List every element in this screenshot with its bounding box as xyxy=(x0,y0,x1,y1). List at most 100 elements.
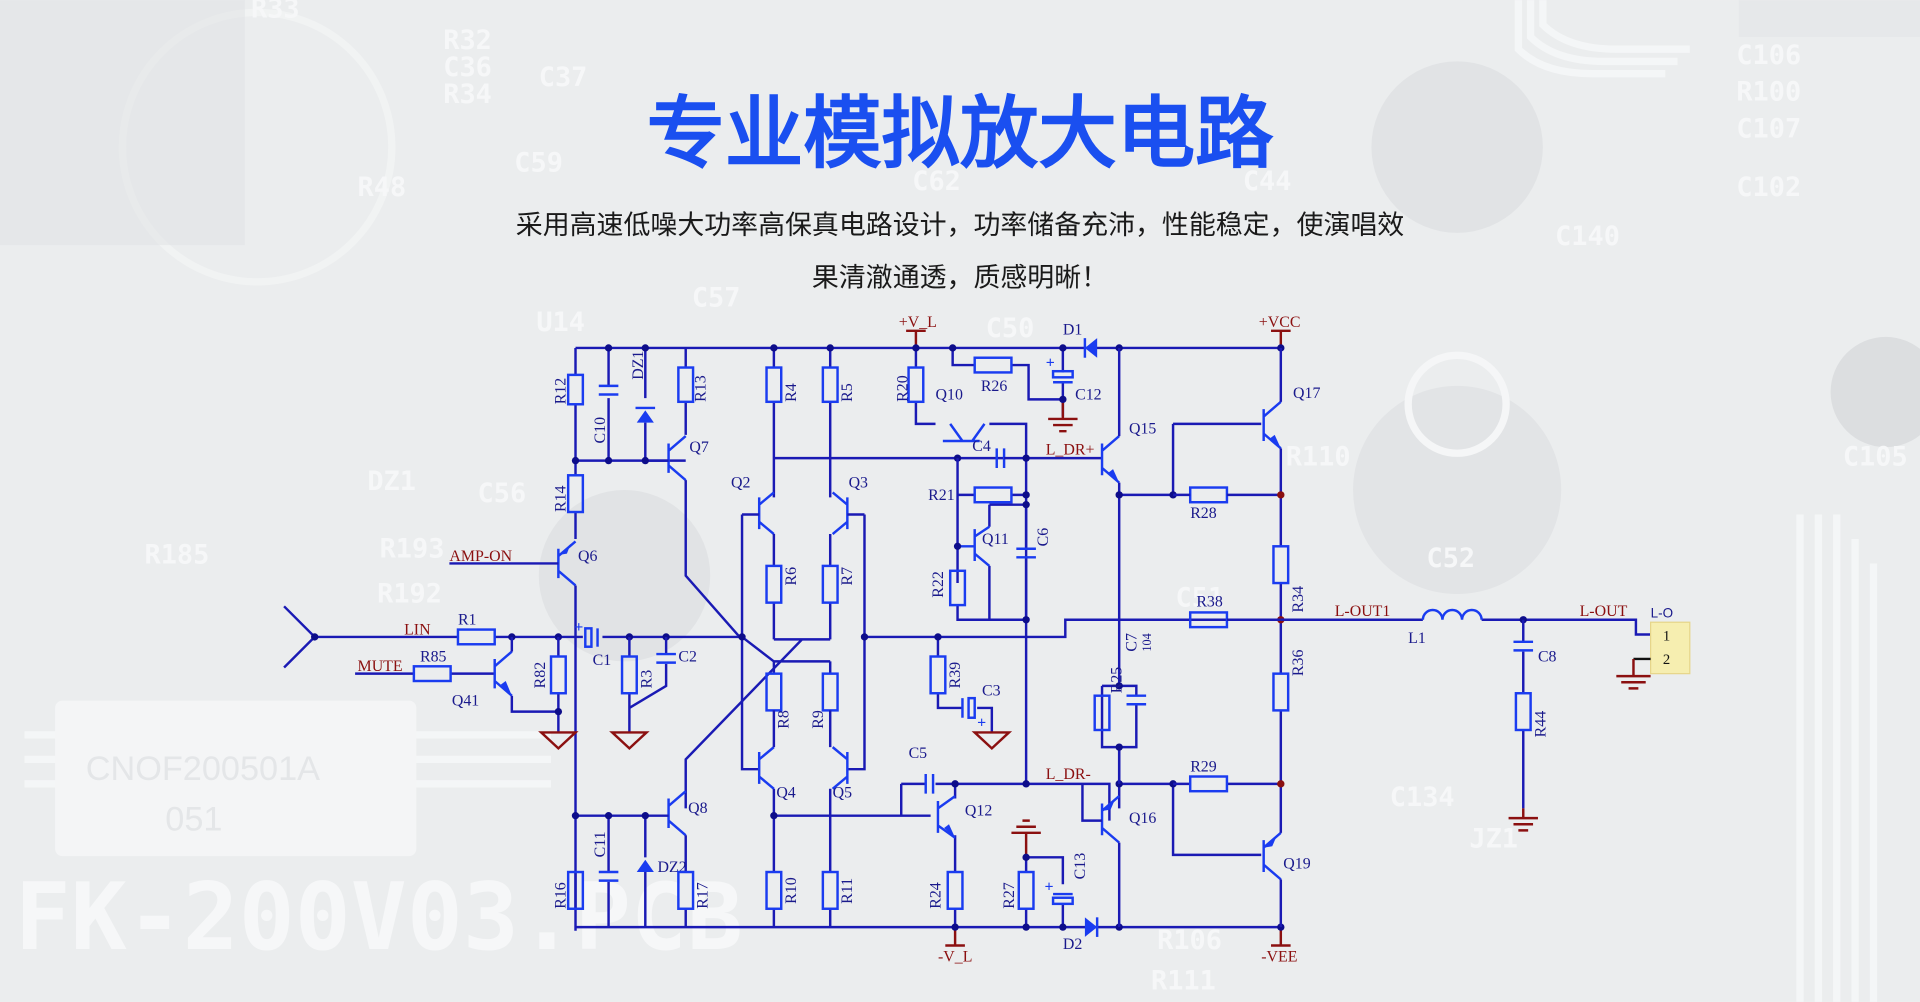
subtitle-line2: 果清澈通透，质感明晰！ xyxy=(812,263,1108,294)
label-dz1: DZ1 xyxy=(630,351,647,380)
junction xyxy=(1022,491,1030,499)
silk-label: R100 xyxy=(1736,77,1801,108)
junction xyxy=(641,812,649,820)
resistor-r13 xyxy=(677,366,695,404)
label-r21: R21 xyxy=(928,487,955,504)
label-q17: Q17 xyxy=(1293,385,1320,402)
capacitor-c7 xyxy=(1126,694,1147,706)
resistor-r29 xyxy=(1188,775,1229,793)
silk-label: C50 xyxy=(986,313,1035,344)
transistor-q7 xyxy=(667,435,687,482)
label-r14: R14 xyxy=(553,485,570,512)
silk-label: R111 xyxy=(1151,966,1216,997)
arrow xyxy=(1108,469,1120,483)
junction xyxy=(1277,780,1285,788)
arrow xyxy=(1103,801,1115,811)
junction xyxy=(951,780,959,788)
capacitor-c11 xyxy=(598,870,619,882)
resistor-r1 xyxy=(456,628,496,646)
ground-icon xyxy=(1048,399,1078,433)
label-q10: Q10 xyxy=(936,386,963,403)
net-amp-on: AMP-ON xyxy=(449,548,512,565)
junction xyxy=(571,812,580,820)
junction xyxy=(1115,743,1123,751)
label-r17: R17 xyxy=(695,882,712,909)
silk-label: C105 xyxy=(1843,441,1908,472)
junction xyxy=(641,456,649,465)
connector-pin2: 2 xyxy=(1663,652,1670,668)
silk-label: C52 xyxy=(1427,543,1476,574)
ground-icon xyxy=(609,731,650,751)
transistor-q10 xyxy=(942,423,986,443)
resistor-r85 xyxy=(412,665,452,683)
capacitor-c13 xyxy=(1051,896,1074,906)
transistor-q3 xyxy=(831,491,849,536)
wire xyxy=(1024,856,1065,928)
resistor-r22 xyxy=(948,569,967,607)
label-r36: R36 xyxy=(1290,650,1307,677)
wire xyxy=(510,636,560,733)
label-r16: R16 xyxy=(553,882,570,909)
junction xyxy=(1059,344,1067,352)
resistor-r26 xyxy=(973,356,1013,374)
net-vl-pos: +V_L xyxy=(899,314,937,331)
silk-label: R192 xyxy=(377,579,442,610)
sticker-line2: 051 xyxy=(165,800,222,838)
resistor-r44 xyxy=(1514,692,1532,732)
transistor-q2 xyxy=(757,491,775,536)
transistor-q12 xyxy=(936,795,956,839)
junction xyxy=(770,812,778,820)
resistor-r5 xyxy=(821,366,839,404)
transistor-q15 xyxy=(1100,435,1120,484)
resistor-r6 xyxy=(765,564,783,604)
label-r28: R28 xyxy=(1190,505,1217,522)
resistor-r4 xyxy=(765,366,783,404)
arrow xyxy=(1264,837,1276,848)
silk-label: C134 xyxy=(1390,782,1455,813)
subtitle-line1: 采用高速低噪大功率高保真电路设计，功率储备充沛，性能稳定，使演唱效 xyxy=(516,210,1405,241)
label-c13: C13 xyxy=(1072,853,1089,880)
pcb-label: FK-200V03.PCB xyxy=(15,863,743,971)
label-r3: R3 xyxy=(638,670,655,689)
capacitor-c3 xyxy=(967,696,976,719)
wire xyxy=(1081,782,1262,928)
polarity-plus: + xyxy=(977,715,986,732)
silk-label: U14 xyxy=(536,307,585,338)
wire xyxy=(648,459,741,638)
silk-label: C140 xyxy=(1555,221,1620,252)
silk-label: JZ1 xyxy=(1469,824,1518,855)
resistor-r21 xyxy=(973,486,1013,504)
resistor-r7 xyxy=(821,564,839,604)
label-d1: D1 xyxy=(1063,321,1082,338)
junction xyxy=(1022,454,1030,462)
silk-label: R48 xyxy=(358,172,407,203)
output-connector xyxy=(1650,621,1691,675)
label-q6: Q6 xyxy=(578,548,597,565)
junction xyxy=(1022,501,1030,509)
net-out1: L-OUT1 xyxy=(1335,603,1391,620)
junction xyxy=(912,344,920,352)
transistor-q8 xyxy=(667,790,687,837)
label-r24: R24 xyxy=(927,882,944,909)
polarity-plus: + xyxy=(1044,879,1053,896)
junction xyxy=(1022,616,1030,624)
junction xyxy=(1059,395,1067,404)
resistor-r16 xyxy=(566,870,585,910)
resistor-r82 xyxy=(549,655,567,695)
resistor-r12 xyxy=(566,373,585,406)
label-c2: C2 xyxy=(678,648,697,665)
label-l1: L1 xyxy=(1408,630,1426,647)
label-c7-value: 104 xyxy=(1140,633,1154,651)
label-q7: Q7 xyxy=(689,439,708,456)
label-q11: Q11 xyxy=(982,531,1009,548)
wire xyxy=(574,347,686,462)
silk-label: C36 xyxy=(443,52,492,83)
arrow xyxy=(1269,434,1281,449)
label-q3: Q3 xyxy=(849,475,868,492)
silk-label: R110 xyxy=(1286,441,1351,472)
ground-icon xyxy=(1011,819,1041,858)
silk-label: C51 xyxy=(1176,582,1225,613)
label-q16: Q16 xyxy=(1129,810,1156,827)
transistor-q11 xyxy=(957,525,991,567)
